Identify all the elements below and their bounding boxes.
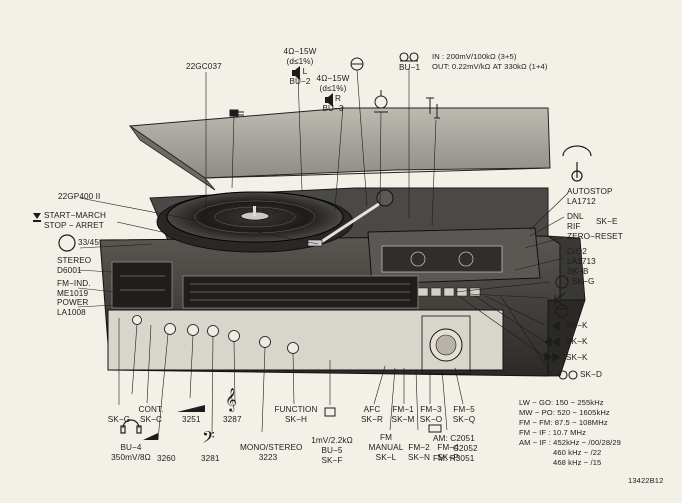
frequency-table: LW − GO: 150 − 255kHz MW − PO: 520 − 160… — [519, 398, 621, 468]
label-sk-k-1: SK−K — [566, 321, 588, 330]
label-sk-e: SK−E — [596, 217, 618, 226]
label-spk-right: 4Ω−15W (d≤1%) R BU−3 — [316, 74, 350, 113]
svg-text:𝄢: 𝄢 — [202, 427, 215, 451]
headphones-icon — [120, 419, 142, 434]
label-3287: 3287 — [223, 415, 242, 424]
volume-wedge-icon — [143, 433, 158, 440]
level-meter-icon — [562, 145, 592, 182]
label-zero-reset: ZERO−RESET — [567, 232, 623, 241]
svg-text:𝄞: 𝄞 — [225, 387, 237, 412]
freq-row: FM − FM: 87.5 − 108MHz — [519, 418, 608, 427]
tonearm — [307, 189, 394, 247]
label-bu1: BU−1 — [399, 63, 421, 72]
label-sk-g-right: SK−G — [572, 277, 595, 286]
tape-reels-icon — [399, 52, 419, 62]
tuning-knob — [421, 315, 471, 375]
label-spk-left: 4Ω−15W (d≤1%) L BU−2 — [283, 47, 317, 86]
start-stop-icon — [33, 213, 41, 222]
label-22gp400: 22GP400 II — [58, 192, 101, 201]
tape-specs: IN : 200mV/100kΩ (3+5) OUT: 0.22mV/kΩ AT… — [432, 52, 548, 71]
freq-row: 468 kHz − /15 — [553, 458, 602, 467]
label-3281: 3281 — [201, 454, 220, 463]
plug-icon — [229, 109, 244, 117]
leader-lines — [77, 68, 569, 441]
label-22gc037: 22GC037 — [186, 62, 222, 71]
aerial-icon — [426, 97, 440, 119]
ground-icon — [374, 90, 388, 113]
freq-row: FM − IF : 10.7 MHz — [519, 428, 586, 437]
label-sk-k-3: SK−K — [566, 353, 588, 362]
label-3260: 3260 — [157, 454, 176, 463]
treble-clef-icon: 𝄞 — [225, 387, 237, 412]
cassette-deck — [367, 227, 541, 297]
speaker-right-icon — [325, 93, 333, 107]
speaker-left-icon — [292, 66, 300, 80]
label-3251: 3251 — [182, 415, 201, 424]
label-stop-arret: STOP − ARRET — [44, 221, 104, 230]
label-am-fm-parts: AM: C2051 C2052 FM: R3051 — [433, 434, 478, 463]
antenna-arrow-icon — [350, 57, 364, 71]
balance-wedge-icon — [177, 405, 205, 412]
front-knobs — [132, 315, 299, 354]
bass-clef-icon: 𝄢 — [202, 427, 215, 451]
side-symbols — [554, 275, 578, 380]
freq-row: MW − PO: 520 − 1605kHz — [519, 408, 610, 417]
turntable-platter — [156, 191, 354, 253]
tuner-dial — [111, 261, 419, 309]
freq-row: LW − GO: 150 − 255kHz — [519, 398, 604, 407]
freq-row: 460 kHz − /22 — [553, 448, 602, 457]
label-sk-d: SK−D — [580, 370, 603, 379]
label-speed: 33/45 — [78, 238, 99, 247]
dust-cover-lid — [128, 107, 551, 191]
din-socket-icon — [324, 407, 336, 417]
document-number: 13422B12 — [628, 476, 664, 485]
speed-circle-icon — [58, 234, 76, 252]
label-cont: CONT.SK−C — [138, 405, 164, 424]
am-capacitor-icon — [428, 424, 442, 433]
label-start-march: START−MARCH — [44, 211, 106, 220]
afc-arrows — [544, 321, 560, 362]
label-fm-ind: FM−IND.ME1019 — [57, 279, 91, 298]
freq-row: AM − IF : 452kHz − /00/28/29 — [519, 438, 621, 447]
label-sk-k-2: SK−K — [566, 337, 588, 346]
label-sk-g: SK−G — [107, 415, 131, 424]
